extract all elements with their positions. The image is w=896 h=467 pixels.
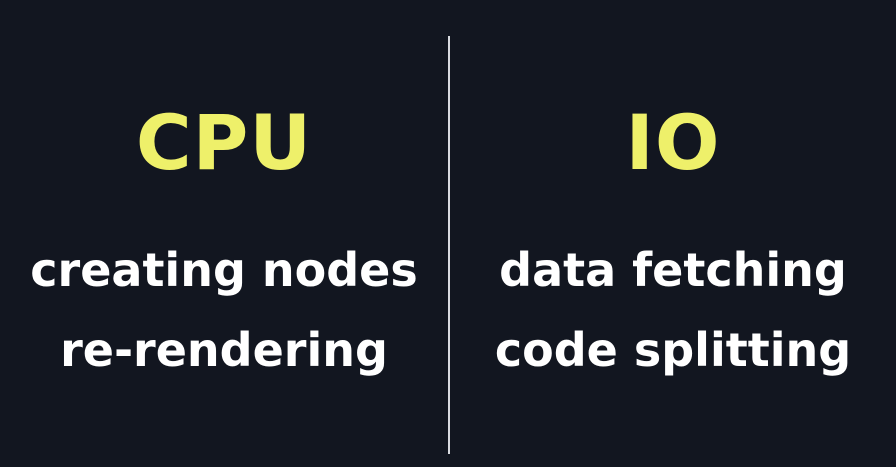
column-divider [448, 36, 450, 454]
cpu-heading: CPU [135, 98, 313, 187]
io-heading: IO [625, 98, 721, 187]
io-item-data-fetching: data fetching [499, 243, 847, 297]
cpu-item-creating-nodes: creating nodes [30, 243, 418, 297]
cpu-column: CPU creating nodes re-rendering [30, 98, 418, 377]
io-item-code-splitting: code splitting [494, 323, 852, 377]
cpu-item-re-rendering: re-rendering [60, 323, 388, 377]
io-column: IO data fetching code splitting [450, 0, 896, 467]
